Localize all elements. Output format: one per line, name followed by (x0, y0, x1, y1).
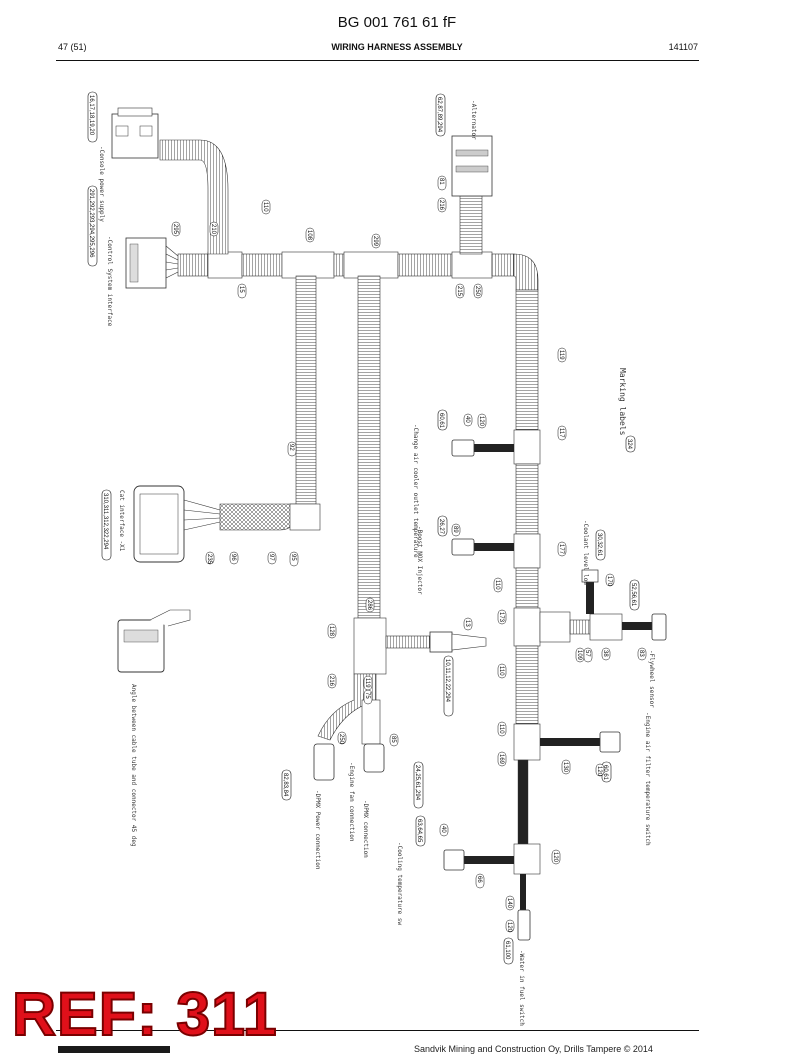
svg-text:109: 109 (576, 650, 582, 661)
company-logo (58, 1046, 170, 1053)
svg-text:110: 110 (498, 666, 504, 676)
header-rule (56, 60, 699, 61)
page-number: 47 (51) (58, 42, 87, 52)
svg-text:216: 216 (438, 200, 444, 211)
ref-15: 324 (626, 439, 632, 450)
label-alternator: -Alternator (470, 100, 477, 140)
svg-text:216: 216 (328, 676, 334, 687)
side-connectors (443, 439, 667, 871)
connector-labels: -Console power supply -Control System in… (98, 100, 655, 1026)
svg-text:128: 128 (328, 626, 334, 637)
svg-text:75: 75 (364, 692, 370, 699)
svg-text:117: 117 (558, 428, 564, 438)
svg-text:96: 96 (230, 554, 236, 561)
ref-7: 30,32,61 (596, 533, 602, 557)
branch-alternator (451, 135, 493, 255)
label-cat-interface: Cat interface -X1 (118, 490, 125, 552)
label-console: -Console power supply (98, 146, 105, 222)
label-air-filter: -Engine air filter temperature switch (644, 712, 651, 846)
svg-text:120: 120 (478, 416, 484, 427)
branch-middle (313, 275, 487, 781)
branch-cat-interface (133, 275, 321, 563)
svg-text:83: 83 (638, 650, 644, 657)
ref-4: 62,87,89,294 (436, 97, 442, 133)
svg-text:110: 110 (494, 580, 500, 590)
ref-8: 52,56,61 (630, 583, 636, 607)
svg-text:140: 140 (506, 898, 512, 909)
ref-stamp: REF: 311 (11, 980, 278, 1048)
main-trunk (177, 251, 539, 291)
svg-text:130: 130 (562, 762, 568, 773)
ref-9: 10,11,12,22,294 (444, 659, 450, 703)
footer-rule (56, 1030, 699, 1031)
ref-6: 26,27 (438, 519, 444, 535)
label-coolant: -Coolant level low (582, 520, 589, 585)
label-dpmx: -DPMX connection (362, 800, 369, 858)
ref-14: 61,100 (504, 941, 510, 960)
ref-10: 82,83,84 (282, 773, 288, 797)
label-marking: Marking labels (618, 368, 627, 436)
svg-text:119: 119 (364, 678, 370, 688)
page-title: WIRING HARNESS ASSEMBLY (331, 42, 463, 52)
ref-1: 16,17,18,19,20 (88, 95, 94, 136)
svg-text:110: 110 (262, 202, 268, 212)
date-code: 141107 (668, 42, 698, 52)
label-cooling-temp: -Cooling temperature sw (396, 842, 403, 925)
svg-text:85: 85 (390, 736, 396, 743)
branch-right-trunk (513, 289, 541, 941)
copyright-footer: Sandvik Mining and Construction Oy, Dril… (414, 1044, 653, 1054)
svg-text:210: 210 (210, 224, 216, 235)
svg-text:92: 92 (288, 444, 294, 451)
svg-text:250: 250 (338, 734, 344, 745)
svg-text:235: 235 (206, 554, 212, 565)
label-dpmx-power: -DPMX Power connection (314, 790, 321, 870)
label-water-in-fuel: -Water in fuel switch (518, 950, 525, 1026)
ref-12: 63,64,65 (416, 819, 422, 843)
svg-text:299: 299 (372, 236, 378, 247)
svg-text:250: 250 (474, 286, 480, 297)
label-flywheel: -Flywheel sensor (648, 650, 655, 708)
svg-text:120: 120 (506, 922, 512, 933)
label-boost: -Boost NOX Injector (416, 526, 423, 595)
svg-text:95: 95 (290, 554, 296, 561)
svg-text:89: 89 (452, 526, 458, 533)
ref-2: 291,292,293,294,295,296 (88, 189, 94, 258)
svg-text:120: 120 (596, 766, 602, 777)
label-engine-fan: -Engine fan connection (348, 762, 355, 842)
ref-13: 60,61 (602, 765, 608, 781)
svg-text:38: 38 (602, 650, 608, 657)
svg-text:295: 295 (172, 224, 178, 235)
connector-control-system (125, 237, 179, 289)
svg-text:97: 97 (268, 554, 274, 561)
svg-text:110: 110 (498, 724, 504, 734)
svg-text:215: 215 (456, 286, 462, 297)
svg-text:173: 173 (498, 612, 504, 623)
svg-text:170: 170 (606, 576, 612, 587)
svg-text:120: 120 (552, 852, 558, 863)
svg-text:40: 40 (440, 826, 446, 833)
ref-3: 310,311,312,322,294 (102, 493, 108, 550)
svg-text:286: 286 (366, 600, 372, 611)
ref-5: 60,61 (438, 413, 444, 429)
part-refs: 16,17,18,19,20 291,292,293,294,295,296 3… (87, 91, 640, 965)
svg-text:108: 108 (306, 230, 312, 241)
svg-text:81: 81 (438, 178, 444, 185)
callouts: 110 295 210 15 108 299 216 81 215 250 11… (171, 175, 647, 933)
svg-text:169: 169 (498, 754, 504, 765)
svg-text:177: 177 (558, 544, 564, 555)
label-angle-note: Angle between cable tube and connector 4… (130, 684, 137, 847)
ref-11: 24,25,61,294 (414, 765, 420, 801)
svg-text:15: 15 (238, 286, 244, 293)
svg-text:13: 13 (464, 620, 470, 627)
label-charge-air: -Change air cooler outlet temperature (412, 424, 419, 558)
angle-detail (117, 609, 191, 673)
label-control-system: -Control System interface (106, 236, 113, 327)
svg-text:119: 119 (558, 350, 564, 360)
svg-text:40: 40 (464, 416, 470, 423)
svg-text:66: 66 (476, 876, 482, 883)
document-id: BG 001 761 61 fF (337, 14, 457, 31)
svg-text:57: 57 (584, 650, 590, 657)
